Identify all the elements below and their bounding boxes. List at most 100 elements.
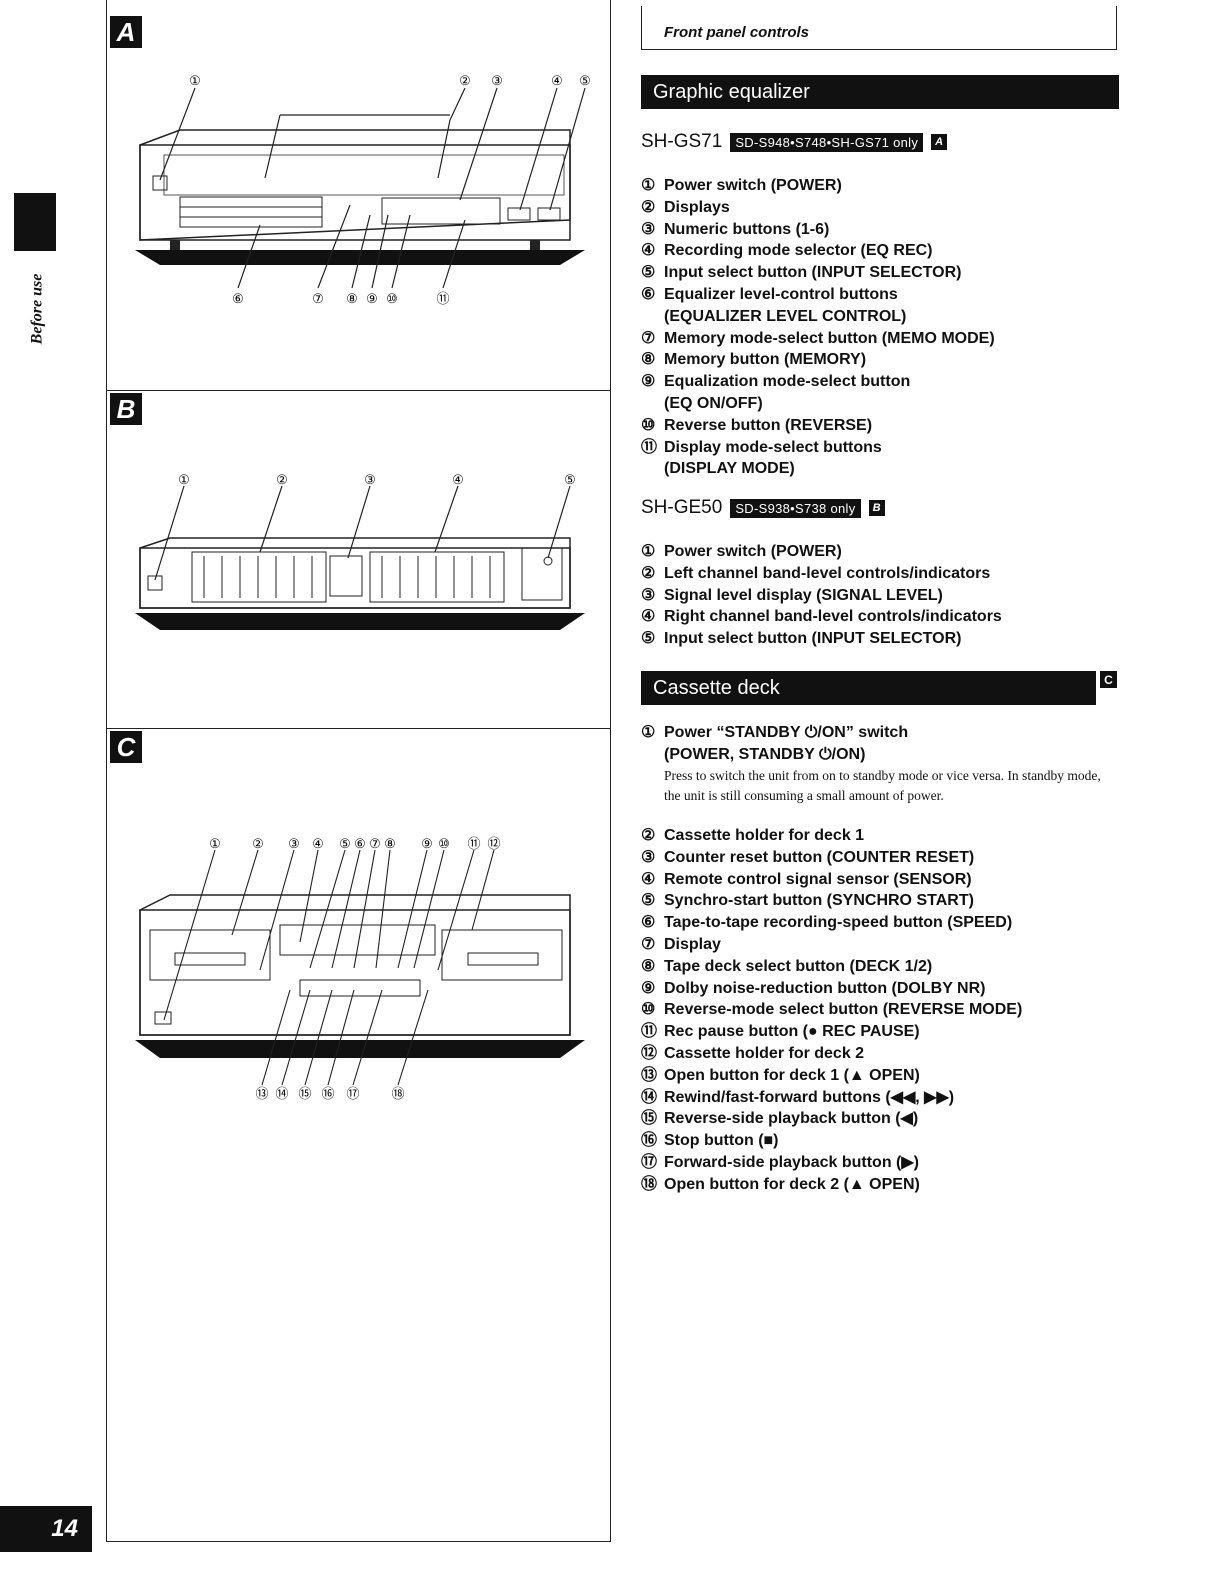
item-number: ③ (641, 848, 656, 866)
item-number: ② (641, 827, 656, 844)
item-number: ① (641, 177, 656, 194)
item-text: Rec pause button (● REC PAUSE) (664, 1023, 920, 1041)
item-number: ③ (641, 220, 656, 238)
item-number: ③ (641, 586, 656, 604)
callout: ⑥ (232, 291, 244, 306)
list-item: (DISPLAY MODE) (641, 458, 1121, 480)
cassette-deck-illustration: ① ② ③ ④ ⑤ ⑥ ⑦ ⑧ ⑨ ⑩ ⑪ ⑫ ⑬ ⑭ ⑮ ⑯ ⑰ ⑱ (135, 836, 585, 1101)
item-number: ⑤ (641, 264, 656, 282)
callout: ② (252, 836, 264, 851)
item-number: ⑫ (641, 1044, 658, 1062)
item-number: ⑦ (641, 935, 656, 953)
list-item: (EQ ON/OFF) (641, 393, 1121, 415)
item-number: ⑥ (641, 914, 656, 932)
callout: ③ (288, 836, 300, 851)
item-text: Equalization mode-select button (664, 373, 911, 391)
item-text: Tape deck select button (DECK 1/2) (664, 957, 933, 975)
callout: ② (276, 472, 288, 487)
list-item: ⑤ Input select button (INPUT SELECTOR) (641, 262, 1121, 284)
callout: ④ (452, 472, 464, 487)
item-number: ⑪ (641, 438, 658, 456)
figure-column (106, 0, 611, 1542)
item-text: Dolby noise-reduction button (DOLBY NR) (664, 979, 986, 997)
list-item: ① Power switch (POWER) (641, 175, 1121, 197)
callout: ⑪ (436, 291, 449, 306)
item-text: Synchro-start button (SYNCHRO START) (664, 892, 974, 910)
item-text: Display mode-select buttons (664, 438, 882, 456)
item-text: Stop button (■) (664, 1132, 779, 1150)
item-text: Input select button (INPUT SELECTOR) (664, 264, 962, 282)
item-text: Right channel band-level controls/indica… (664, 608, 1002, 626)
item-text: Displays (664, 198, 730, 216)
list-item: ③ Numeric buttons (1-6) (641, 219, 1121, 241)
item-text: Reverse-side playback button (◀) (664, 1110, 919, 1128)
item-text: Forward-side playback button (▶) (664, 1153, 919, 1171)
figure-ref: A (931, 134, 948, 150)
callout: ⑦ (312, 291, 324, 306)
callout: ⑧ (346, 291, 358, 306)
model-heading-gs71: SH-GS71 SD-S948•S748•SH-GS71 only A (641, 131, 948, 153)
callout: ⑧ (384, 836, 396, 851)
list-item: ① Power “STANDBY ⏻/ON” switch (641, 722, 1121, 744)
item-number: ⑱ (641, 1175, 658, 1193)
equalizer-gs71-illustration: ① ② ③ ④ ⑤ ⑥ ⑦ ⑧ ⑨ ⑩ ⑪ (135, 73, 591, 306)
item-text: Power “STANDBY ⏻/ON” switch (664, 724, 909, 741)
list-item: ⑤ Synchro-start button (SYNCHRO START) (641, 890, 1121, 912)
callout: ① (189, 73, 201, 88)
item-number: ② (641, 198, 656, 216)
item-text: Equalizer level-control buttons (664, 285, 898, 303)
callout: ⑤ (564, 472, 576, 487)
callout: ⑱ (391, 1086, 404, 1101)
item-number: ① (641, 543, 656, 560)
item-number: ⑤ (641, 892, 656, 910)
callout: ⑩ (438, 836, 450, 851)
item-text: (EQUALIZER LEVEL CONTROL) (664, 307, 907, 325)
panel-label-b: B (110, 393, 142, 425)
section-title-cassette-deck: Cassette deck (641, 671, 1096, 705)
list-item: (EQUALIZER LEVEL CONTROL) (641, 306, 1121, 328)
page-number: 14 (0, 1506, 92, 1552)
item-text: Open button for deck 1 (▲ OPEN) (664, 1066, 920, 1084)
callout: ① (178, 472, 190, 487)
item-number: ① (641, 724, 656, 741)
page-header: Front panel controls (641, 6, 1117, 50)
callout: ⑰ (346, 1086, 359, 1101)
item-text: Display (664, 935, 721, 953)
callout: ⑨ (366, 291, 378, 306)
callout: ④ (551, 73, 563, 88)
item-text: Power switch (POWER) (664, 177, 842, 194)
item-number: ⑮ (641, 1110, 658, 1128)
callout: ⑫ (487, 836, 500, 851)
item-text: Rewind/fast-forward buttons (◀◀, ▶▶) (664, 1088, 955, 1106)
side-label: Before use (28, 273, 46, 345)
callout: ⑤ (579, 73, 591, 88)
panel-divider (106, 390, 611, 391)
item-text: Tape-to-tape recording-speed button (SPE… (664, 914, 1013, 932)
gs71-controls-list: ① Power switch (POWER) ② Displays ③ Numeric b… (641, 175, 1121, 480)
item-text: Reverse button (REVERSE) (664, 416, 873, 434)
item-number: ⑥ (641, 285, 656, 303)
list-item: ⑥ Equalizer level-control buttons (641, 284, 1121, 306)
item-text: (DISPLAY MODE) (664, 460, 795, 478)
item-text: Cassette holder for deck 1 (664, 827, 865, 844)
callout: ⑦ (369, 836, 381, 851)
item-number: ⑩ (641, 1001, 656, 1019)
panel-label-a: A (110, 16, 142, 48)
callout: ⑮ (298, 1086, 311, 1101)
item-text: Numeric buttons (1-6) (664, 220, 830, 238)
callout: ② (459, 73, 471, 88)
callout: ④ (312, 836, 324, 851)
item-number: ⑪ (641, 1023, 658, 1041)
